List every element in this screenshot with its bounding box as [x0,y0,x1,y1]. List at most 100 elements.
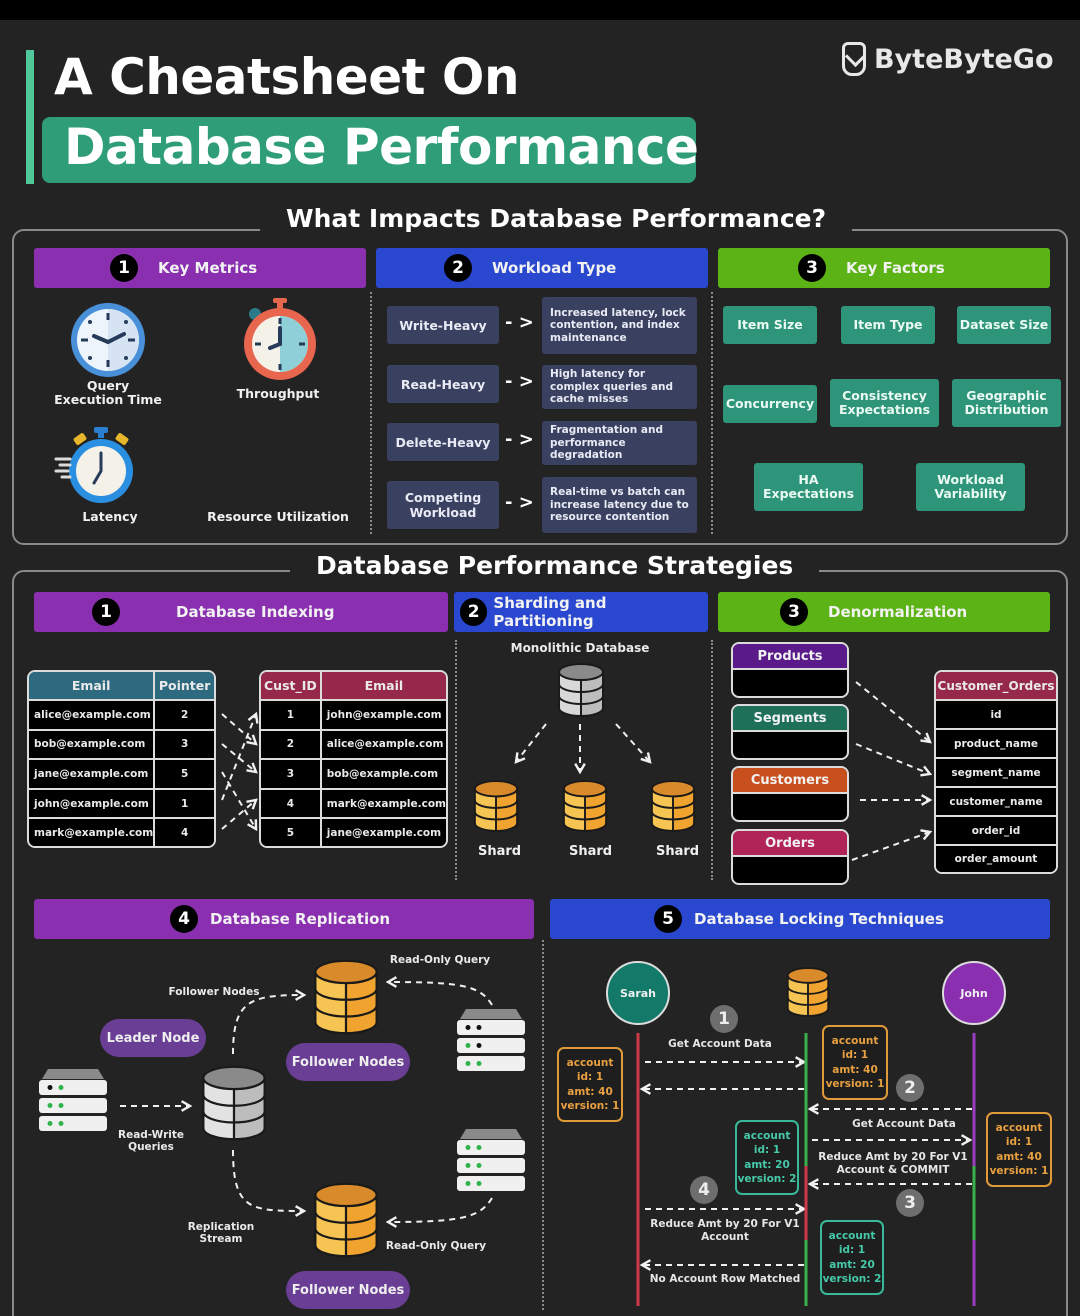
factor-concurrency: Concurrency [723,385,817,423]
account-field: account [831,1035,879,1048]
metric-throughput: Throughput [236,386,320,401]
account-field: amt: 20 [744,1158,790,1171]
monolithic-database-icon [558,663,604,718]
factor-geographic-distribution: Geographic Distribution [952,379,1061,427]
strategies-title: Database Performance Strategies [290,551,820,580]
account-field: id: 1 [841,1049,869,1062]
step-number-badge: 2 [444,254,472,282]
table-cell: 3 [154,729,214,761]
factor-item-type: Item Type [841,306,935,344]
account-field: version: 1 [560,1099,620,1112]
message-no-row-matched: No Account Row Matched [649,1273,801,1285]
table-cell: 5 [154,759,214,790]
follower-nodes-pill: Follower Nodes [286,1043,410,1081]
indexing-header: 1 Database Indexing [34,592,448,632]
locking-label: Database Locking Techniques [694,910,944,928]
step-badge-2: 2 [896,1074,924,1102]
sharding-label: Sharding and Partitioning [493,594,607,630]
step-number-badge: 1 [92,598,120,626]
key-factors-label: Key Factors [846,259,945,277]
account-field: amt: 40 [996,1150,1042,1163]
column-divider [455,640,457,880]
table-cell: john@example.com [29,788,156,820]
table-cell: mark@example.com [320,788,446,820]
column-header: Pointer [154,672,214,701]
locking-header: 5 Database Locking Techniques [550,899,1050,939]
message-get-account-john: Get Account Data [852,1118,956,1130]
table-cell: mark@example.com [29,818,156,846]
table-cell: 4 [154,818,214,846]
fast-stopwatch-icon [54,427,133,503]
table-cell: bob@example.com [320,759,446,790]
step-number-badge: 3 [780,598,808,626]
table-cell: 2 [154,700,214,731]
table-cell: jane@example.com [320,818,446,846]
account-field: amt: 40 [832,1063,878,1076]
arrow-right-icon: - > [505,429,534,450]
client-server-icon [39,1069,107,1131]
table-row: order_id [936,816,1056,846]
workload-competing: Competing Workload [387,481,499,529]
account-field: account [743,1130,791,1143]
account-field: account [828,1230,876,1243]
read-only-query-label: Read-Only Query [385,1240,487,1252]
step-badge-1: 1 [710,1005,738,1033]
actor-sarah: Sarah [606,961,670,1025]
follower-database-icon [314,1182,378,1258]
key-factors-header: 3 Key Factors [718,248,1050,288]
impacts-title: What Impacts Database Performance? [260,204,853,233]
account-field: amt: 20 [829,1258,875,1271]
leader-database-icon [202,1065,266,1141]
shard-database-icon [562,780,608,832]
table-row: product_name [936,729,1056,759]
entity-orders: Orders [731,829,849,885]
read-server-icon [457,1009,525,1071]
account-field: amt: 40 [567,1085,613,1098]
follower-nodes-arrow-label: Follower Nodes [168,986,260,998]
locking-database-icon [786,967,830,1017]
table-cell: 1 [261,700,322,731]
step-badge-3: 3 [896,1189,924,1217]
column-divider [370,292,372,534]
read-server-icon [457,1129,525,1191]
entity-segments: Segments [731,704,849,760]
shard-label: Shard [478,844,522,859]
clock-icon [71,303,145,377]
shard-database-icon [473,780,519,832]
workload-read-heavy: Read-Heavy [387,365,499,403]
entity-products: Products [731,642,849,698]
table-cell: john@example.com [320,700,446,731]
entity-name: Segments [733,706,847,732]
title-accent-bar [26,50,34,184]
step-number-badge: 2 [459,598,488,626]
account-field: id: 1 [753,1144,781,1157]
workload-read-heavy-effect: High latency for complex queries and cac… [542,365,697,409]
column-header: Cust_ID [261,672,322,701]
entity-name: Orders [733,831,847,857]
key-metrics-label: Key Metrics [158,259,258,277]
page-title-line2: Database Performance [64,118,699,176]
column-divider [542,940,544,1310]
actor-john: John [942,961,1006,1025]
account-field: version: 2 [822,1272,882,1285]
step-number-badge: 4 [170,905,198,933]
message-reduce-v1: Reduce Amt by 20 For V1 Account [650,1218,800,1243]
shard-database-icon [650,780,696,832]
field-cell: order_amount [936,845,1056,872]
page-title-highlight [42,117,696,183]
replication-label: Database Replication [210,910,391,928]
table-row: segment_name [936,758,1056,788]
bytebytego-logo-icon [842,42,866,76]
factor-consistency-expectations: Consistency Expectations [830,379,939,427]
entity-name: Customers [733,768,847,794]
monolithic-database-label: Monolithic Database [510,641,650,655]
